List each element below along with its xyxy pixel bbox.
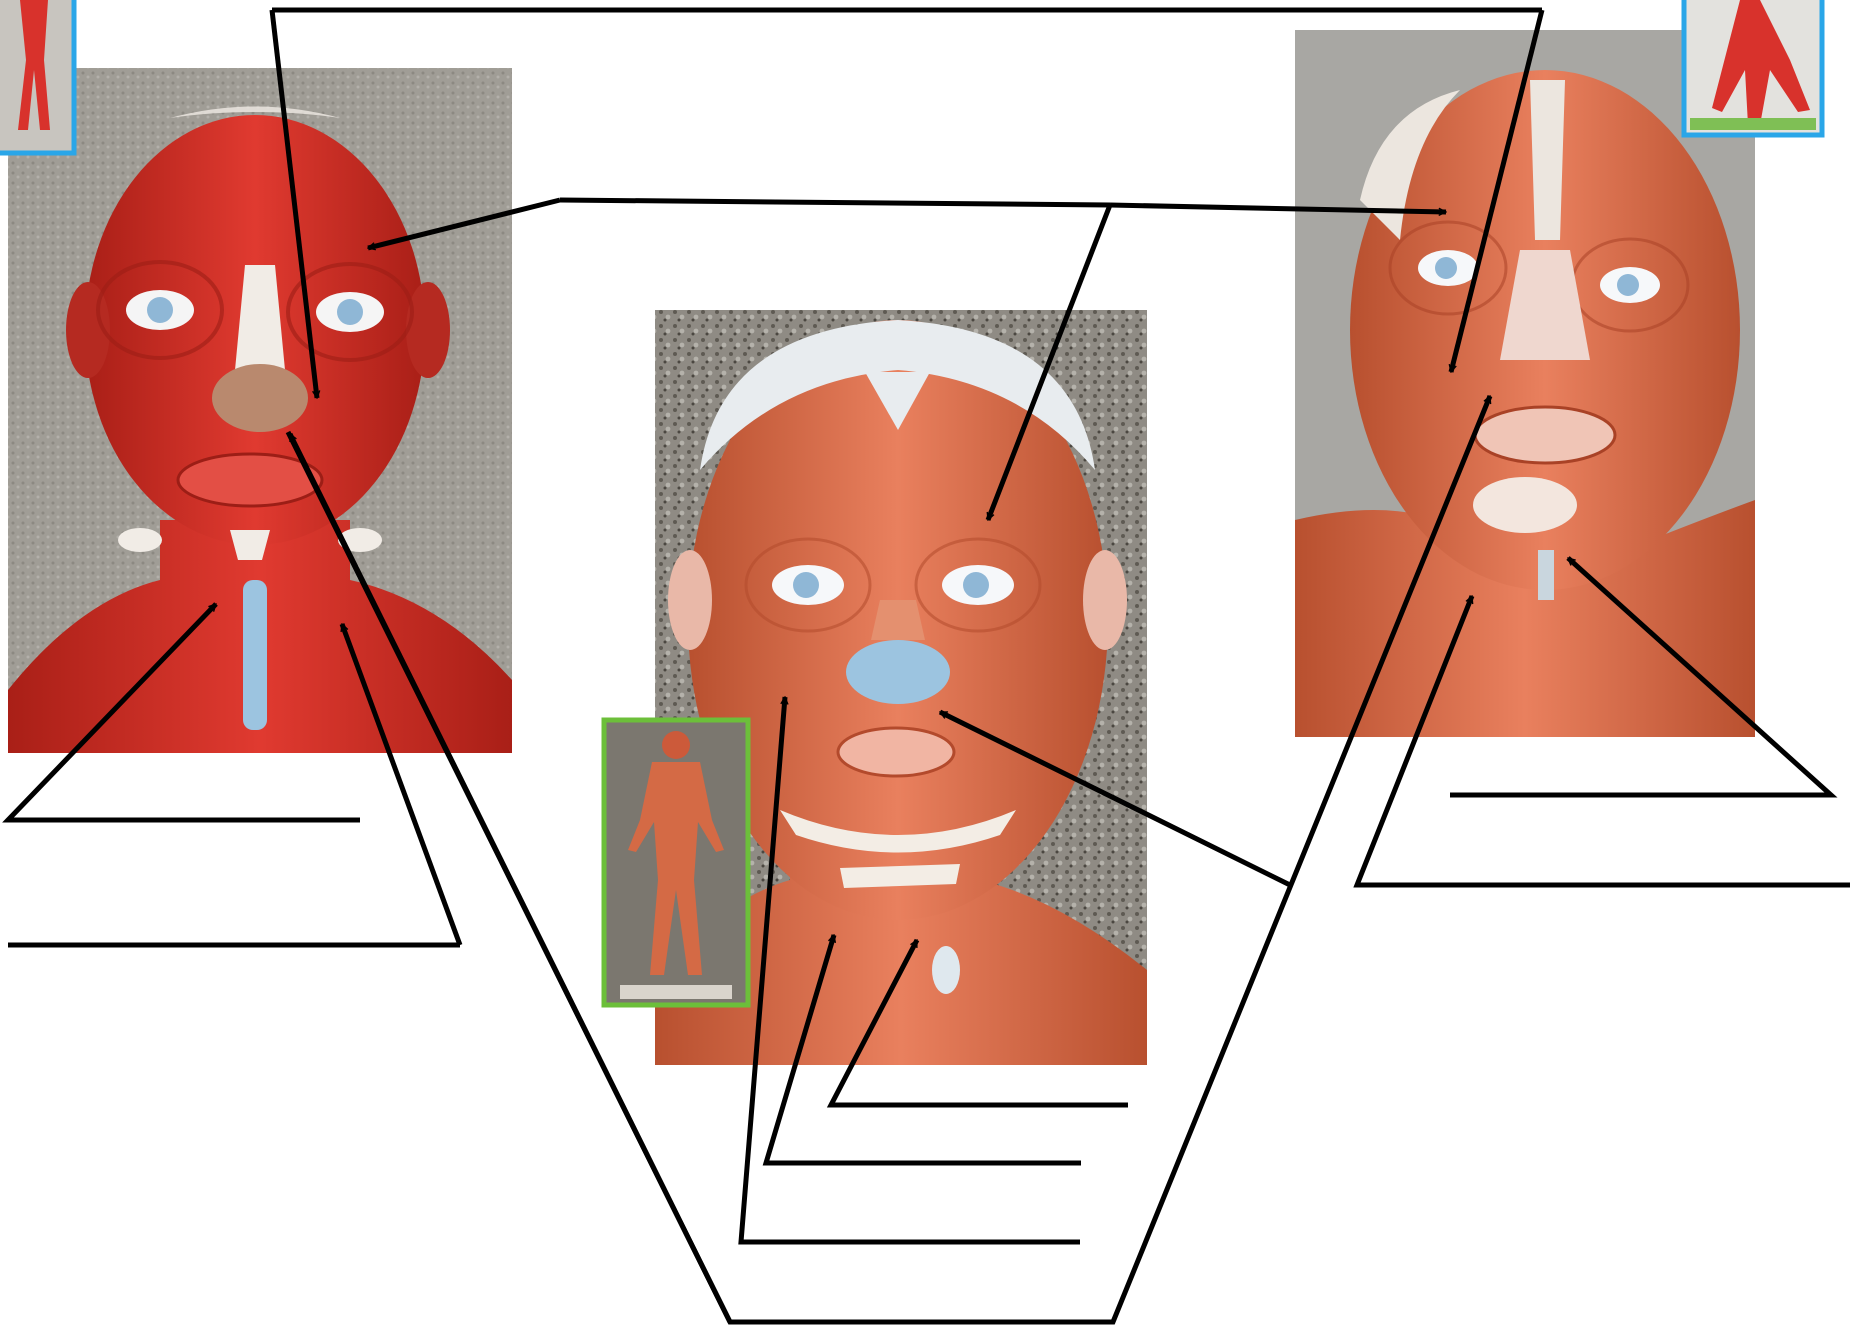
- blank-center-3[interactable]: [741, 1212, 1080, 1242]
- blank-center-4[interactable]: [730, 1292, 1113, 1322]
- blank-center-2[interactable]: [766, 1133, 1081, 1163]
- thumbnail-full-body-left: [0, 0, 74, 153]
- thumbnail-full-body-right: [1684, 0, 1822, 135]
- blank-center-1[interactable]: [831, 1075, 1128, 1105]
- blank-right-1[interactable]: [1450, 765, 1831, 795]
- blank-left-2[interactable]: [10, 915, 460, 945]
- leader-line-forehead-bar: [560, 200, 1110, 205]
- blank-right-2[interactable]: [1357, 855, 1837, 885]
- blank-left-1[interactable]: [10, 790, 360, 820]
- left-head-photo: [8, 68, 512, 753]
- thumbnail-full-body-center: [604, 720, 748, 1005]
